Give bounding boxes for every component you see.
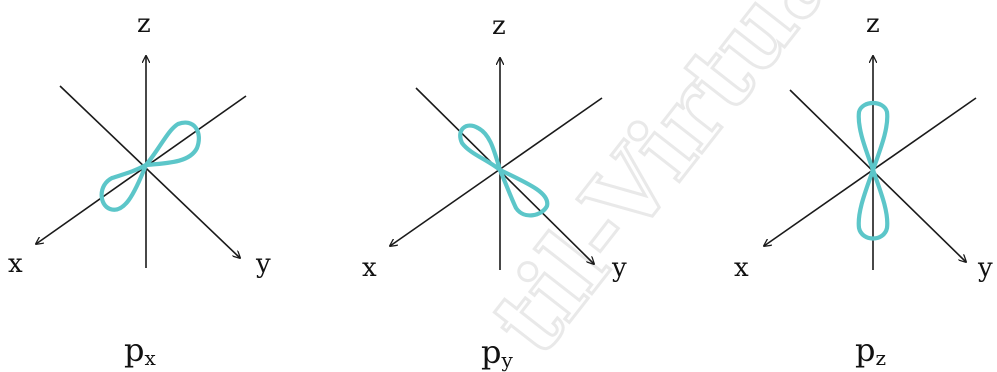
y-axis-label: y bbox=[255, 249, 271, 279]
y-axis bbox=[789, 89, 966, 262]
z-axis-label: z bbox=[866, 9, 880, 39]
px-lobe-upper bbox=[143, 120, 201, 168]
x-axis-label: x bbox=[8, 249, 23, 279]
z-axis-label: z bbox=[137, 9, 151, 39]
x-axis bbox=[36, 95, 247, 244]
pz-lobe-lower bbox=[856, 167, 890, 241]
y-axis bbox=[415, 87, 594, 264]
x-axis-label: x bbox=[362, 253, 377, 283]
orbital-py-panel: z x y py bbox=[362, 11, 627, 372]
x-axis bbox=[390, 97, 603, 246]
pz-lobe-upper bbox=[856, 100, 890, 173]
orbital-px-panel: z x y px bbox=[8, 9, 271, 370]
x-axis bbox=[764, 97, 977, 246]
px-lobe-lower bbox=[99, 162, 149, 212]
z-axis-label: z bbox=[492, 11, 506, 41]
orbital-label: px bbox=[124, 331, 156, 370]
y-axis-label: y bbox=[611, 253, 627, 283]
svg-text:til-Virtua: til-Virtua bbox=[469, 0, 857, 372]
x-axis-label: x bbox=[734, 253, 749, 283]
y-axis bbox=[59, 85, 240, 258]
orbital-pz-panel: z x y pz bbox=[734, 9, 993, 370]
y-axis-label: y bbox=[977, 253, 993, 283]
watermark: til-Virtua bbox=[468, 0, 859, 372]
orbital-label: pz bbox=[855, 331, 886, 370]
py-lobe-lower bbox=[497, 167, 550, 218]
py-lobe-upper bbox=[458, 123, 503, 173]
orbital-label: py bbox=[481, 333, 513, 372]
